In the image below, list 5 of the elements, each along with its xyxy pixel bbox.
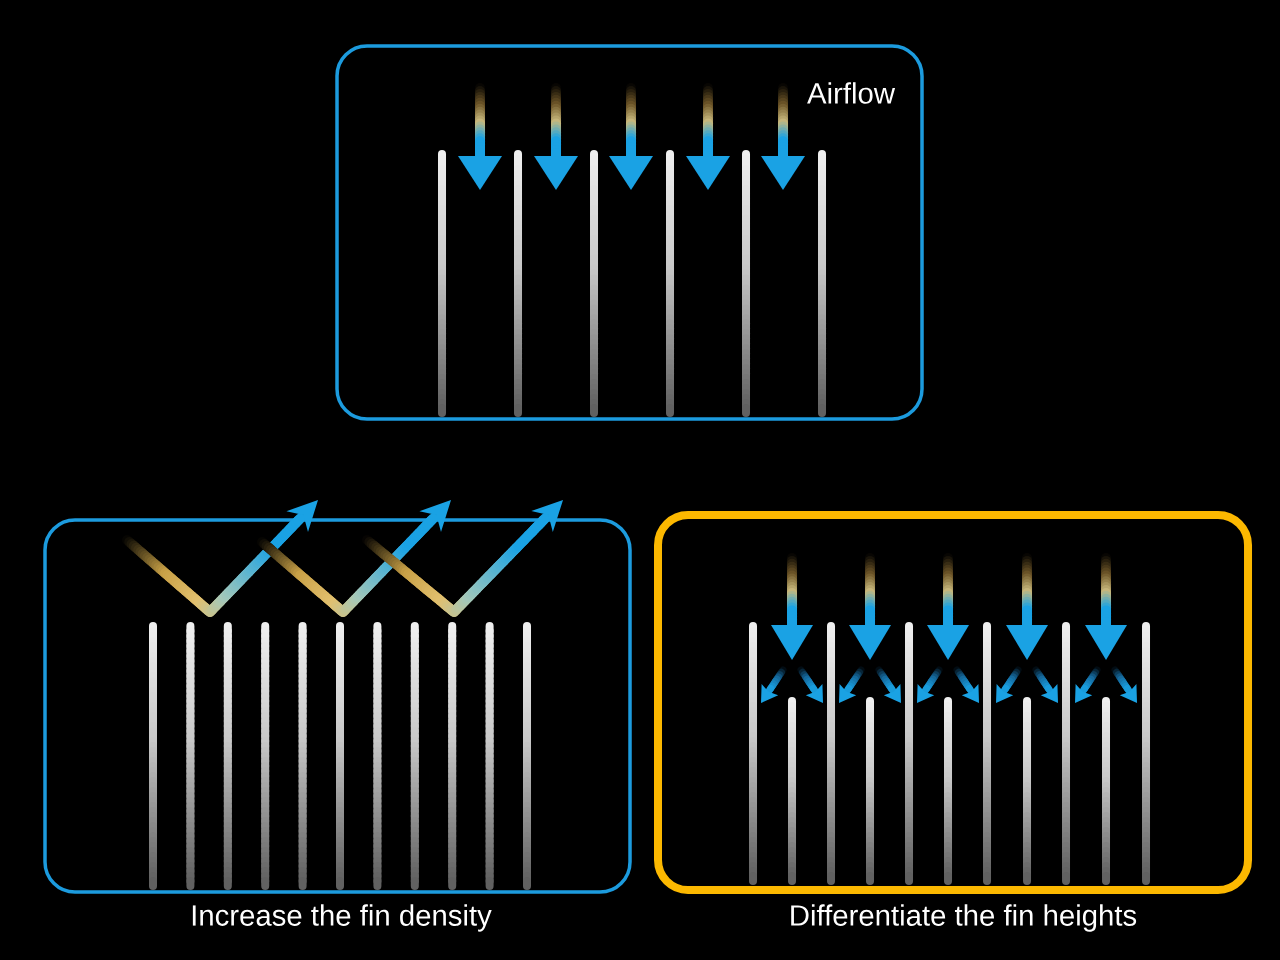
panel: Airflow <box>335 44 924 421</box>
panel <box>43 518 632 894</box>
panel-label: Differentiate the fin heights <box>791 904 1137 932</box>
panel <box>654 511 1252 894</box>
panel-label: Increase the fin density <box>192 904 492 932</box>
